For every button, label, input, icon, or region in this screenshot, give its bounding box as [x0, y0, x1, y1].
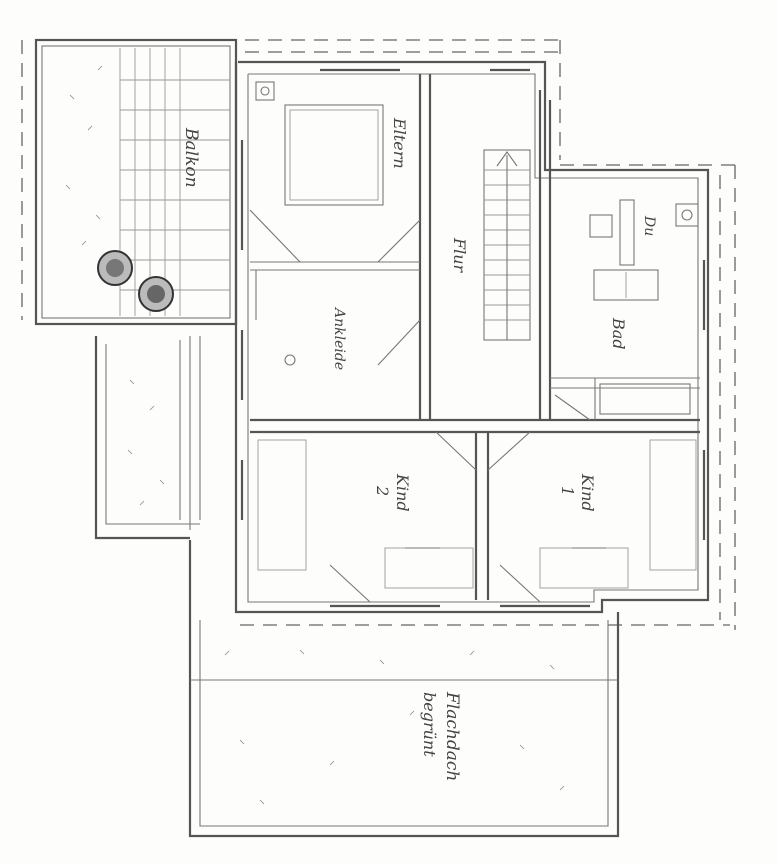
child-room-1-furniture	[539, 439, 697, 589]
chimney-flue-icon	[260, 86, 270, 96]
double-vanity	[593, 269, 659, 301]
lower-terrace	[94, 336, 201, 540]
room-label-du: Du	[641, 215, 657, 236]
bathtub	[599, 383, 691, 415]
stair-arrow-icon	[496, 151, 518, 167]
room-number-kind2: 2	[373, 485, 392, 496]
interior-walls	[250, 74, 700, 600]
staircase	[483, 149, 531, 341]
room-label-ankleide: Ankleide	[331, 306, 347, 370]
roof-outline-dashed	[21, 39, 736, 630]
chimney-box	[255, 81, 275, 101]
shower-tray	[589, 214, 613, 238]
balcony	[34, 38, 238, 326]
double-bed	[284, 104, 384, 206]
flat-green-roof	[188, 540, 620, 838]
dressing-room-fixture-icon	[284, 354, 296, 366]
terrace-gravel-marks	[127, 379, 165, 506]
toilet-icon	[681, 209, 693, 221]
room-label-flur: Flur	[450, 237, 469, 274]
toilet-box	[675, 203, 699, 227]
room-number-kind1: 1	[558, 486, 577, 496]
room-label-balkon: Balkon	[181, 127, 201, 188]
balcony-gravel-marks	[65, 65, 103, 246]
balcony-deck-lines	[119, 48, 230, 316]
door-swings	[249, 209, 591, 603]
child-room-2-furniture	[257, 439, 474, 589]
room-label-eltern: Eltern	[390, 117, 409, 169]
roof-planting-marks	[224, 649, 565, 805]
room-label-bad: Bad	[609, 317, 628, 350]
building-walls	[234, 60, 710, 614]
roof-label-line1: Flachdach	[442, 691, 462, 781]
room-label-kind2: Kind	[393, 473, 412, 512]
plant-pot-2	[138, 276, 174, 312]
bathroom-fixtures	[589, 199, 699, 415]
plant-pot-1	[97, 250, 133, 286]
roof-label-line2: begrünt	[420, 692, 439, 757]
room-label-kind1: Kind	[578, 473, 597, 512]
shower-screen	[619, 199, 635, 266]
